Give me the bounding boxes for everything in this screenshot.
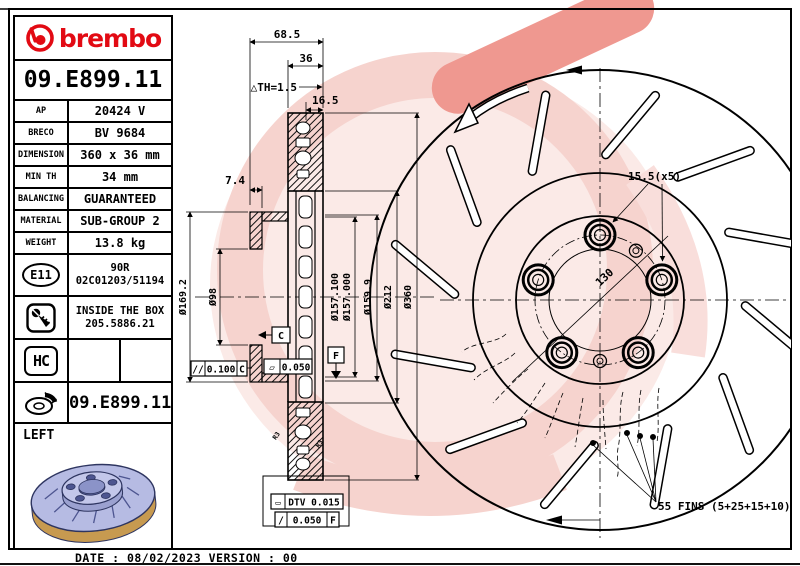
brembo-wordmark: brembo [58, 23, 162, 53]
spec-row-bottom-pn: 09.E899.11 [15, 381, 171, 423]
spec-value: GUARANTEED [83, 191, 157, 206]
homologation-line1: 90R [110, 262, 130, 275]
spec-value: 20424 V [94, 103, 146, 118]
datum-c: C [258, 326, 291, 344]
spec-table: brembo 09.E899.11 AP 20424 V BRECO BV 96… [13, 15, 173, 425]
spec-value: BV 9684 [94, 125, 146, 140]
gdt-flatness-frame: ▱ 0.050 [263, 358, 313, 375]
svg-text:/: / [278, 516, 284, 527]
footer-date: DATE : 08/02/2023 VERSION : 00 [75, 551, 298, 565]
radius-label: R3 [314, 438, 325, 449]
spec-label: AP [15, 101, 69, 121]
dim-hat-od: Ø169.2 [177, 279, 189, 316]
inside-the-box: INSIDE THE BOX 205.5886.21 [69, 297, 171, 338]
dim-holes-label: 15.5(x5) [628, 170, 681, 183]
dim-bolt-circle: 130 [593, 266, 616, 289]
spec-row-breco: BRECO BV 9684 [15, 121, 171, 143]
section-view: 68.5 36 △TH=1.5 16.5 7.4 Ø169.2 Ø98 [177, 28, 435, 528]
fins-label: 55 FINS (5+25+15+10) [658, 500, 790, 513]
dim-212: Ø212 [382, 285, 394, 310]
fin-outlines [461, 333, 660, 479]
spec-label: BRECO [15, 123, 69, 143]
dim-bore: Ø98 [207, 288, 219, 307]
spec-label: DIMENSION [15, 145, 69, 165]
spec-row-dimension: DIMENSION 360 x 36 mm [15, 143, 171, 165]
svg-text:DTV 0.015: DTV 0.015 [288, 498, 340, 509]
brembo-roundel-icon [26, 24, 54, 52]
svg-text://: // [192, 365, 204, 376]
dim-outer-plate: 16.5 [312, 94, 339, 107]
bottom-edge-line [0, 563, 800, 565]
hc-icon-cell: HC [15, 340, 69, 381]
dim-flange: 7.4 [225, 174, 245, 187]
dim-th: △TH=1.5 [251, 81, 297, 94]
screw-icon-cell [15, 297, 69, 338]
svg-text:F: F [333, 351, 339, 362]
screw-icon [26, 302, 56, 333]
spec-label: MATERIAL [15, 211, 69, 231]
svg-text:0.050: 0.050 [282, 363, 311, 374]
e11-badge-text: E11 [22, 263, 60, 287]
svg-text:C: C [278, 331, 284, 342]
spec-value: 34 mm [101, 169, 139, 184]
disc-slots [390, 90, 791, 510]
spec-row-homologation: E11 90R 02C01203/51194 [15, 253, 171, 295]
hc-empty-cells [69, 340, 171, 381]
direction-arrow-bottom [546, 515, 600, 525]
drawing-border [8, 8, 792, 550]
svg-text:C: C [239, 365, 245, 376]
spec-value: 13.8 kg [94, 235, 146, 250]
spec-row-inside-box: INSIDE THE BOX 205.5886.21 [15, 295, 171, 338]
hc-icon: HC [24, 345, 58, 376]
bottom-part-number: 09.E899.11 [69, 392, 172, 413]
dim-157-min: Ø157.000 [341, 273, 353, 322]
inside-box-line2: 205.5886.21 [85, 317, 155, 330]
dim-360: Ø360 [402, 285, 414, 310]
datum-f: F [327, 346, 345, 379]
brembo-logo: brembo [15, 17, 171, 59]
dim-total-width: 68.5 [274, 28, 301, 41]
bolt-holes [521, 218, 679, 370]
side-label: LEFT [23, 428, 55, 443]
gdt-dtv-frames: ▭ DTV 0.015 / 0.050 F [262, 475, 350, 528]
rotation-arrow-icon [453, 83, 530, 134]
radius-label: R3 [271, 430, 282, 441]
part-number: 09.E899.11 [15, 59, 171, 99]
dim-157-max: Ø157.100 [329, 273, 341, 322]
inside-box-line1: INSIDE THE BOX [75, 304, 165, 317]
caliper-disc-icon-cell [15, 383, 69, 423]
svg-text:F: F [330, 516, 336, 527]
homologation-code: 90R 02C01203/51194 [69, 255, 171, 295]
spec-row-min-th: MIN TH 34 mm [15, 165, 171, 187]
svg-text:0.050: 0.050 [293, 516, 322, 527]
pin-holes [592, 243, 644, 369]
spec-row-ap: AP 20424 V [15, 99, 171, 121]
svg-text:0.100: 0.100 [207, 365, 236, 376]
spec-row-material: MATERIAL SUB-GROUP 2 [15, 209, 171, 231]
part-number-text: 09.E899.11 [23, 67, 163, 93]
spec-row-weight: WEIGHT 13.8 kg [15, 231, 171, 253]
front-view: 130 15.5(x5) [369, 65, 791, 538]
spec-row-balancing: BALANCING GUARANTEED [15, 187, 171, 209]
e11-badge: E11 [15, 255, 69, 295]
direction-arrow-top [566, 65, 600, 75]
fins-callout [590, 430, 657, 503]
dim-159: Ø159.9 [362, 279, 374, 316]
spec-label: BALANCING [15, 189, 69, 209]
svg-text:▱: ▱ [269, 363, 275, 374]
orientation-box: LEFT [13, 422, 173, 550]
disc-3d-image [30, 463, 157, 543]
gdt-parallelism-frame: // 0.100 C [190, 360, 252, 377]
spec-label: MIN TH [15, 167, 69, 187]
dim-band-width: 36 [299, 52, 313, 65]
homologation-line2: 02C01203/51194 [75, 275, 165, 287]
caliper-disc-icon [25, 392, 58, 415]
svg-text:▭: ▭ [275, 499, 280, 509]
spec-value: SUB-GROUP 2 [80, 213, 160, 228]
spec-row-hc: HC [15, 338, 171, 381]
spec-value: 360 x 36 mm [80, 147, 160, 162]
spec-label: WEIGHT [15, 233, 69, 253]
